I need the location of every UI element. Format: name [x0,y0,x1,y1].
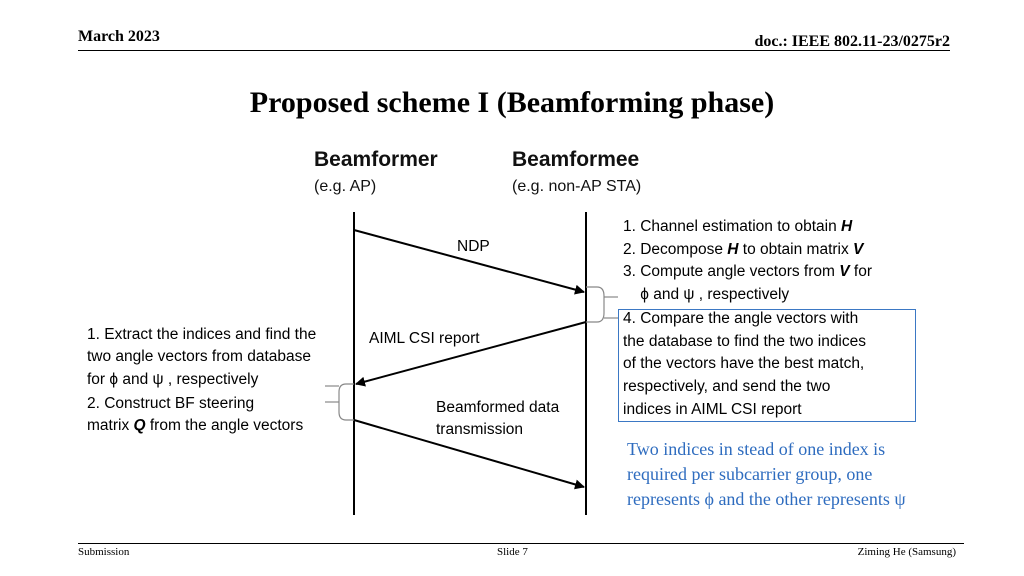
beamformee-step-2: 2. Decompose H to obtain matrix V [623,241,864,258]
beamformed-data-label: Beamformed data [436,399,560,416]
beamformee-step-4-line-1: 4. Compare the angle vectors with [623,310,859,327]
footer-submission: Submission [78,546,130,558]
csi-report-arrow [355,321,587,387]
beamformer-step-1-line-3: for ϕ and ψ , respectively [87,371,259,388]
note-line-1: Two indices in stead of one index is [627,439,886,459]
step-4-box [618,309,916,422]
beamformer-step-1-line-2: two angle vectors from database [87,348,312,365]
beamformee-step-4-line-3: of the vectors have the best match, [623,355,865,372]
header-divider [78,50,950,51]
beamformer-processing-bracket [338,383,354,421]
footer-slide-number: Slide 7 [497,546,528,558]
beamformee-step-1: 1. Channel estimation to obtain H [623,218,853,235]
footer-divider [78,543,964,544]
beamformee-step-4-line-2: the database to find the two indices [623,333,866,350]
ndp-label: NDP [457,238,490,255]
beamformer-label: Beamformer [314,148,438,171]
beamformer-step-1-line-1: 1. Extract the indices and find the [87,326,317,343]
beamformee-processing-bracket [586,286,605,323]
slide-title: Proposed scheme I (Beamforming phase) [249,86,775,119]
beamformee-step-3: 3. Compute angle vectors from V for [623,263,872,280]
beamformer-sublabel: (e.g. AP) [314,178,377,195]
note-line-2: required per subcarrier group, one [627,464,873,484]
header-date: March 2023 [78,28,160,45]
beamformed-data-label-2: transmission [436,421,523,438]
beamformee-step-4-line-5: indices in AIML CSI report [623,401,802,418]
beamformed-data-arrow [353,419,585,490]
footer-author: Ziming He (Samsung) [857,546,956,558]
beamformee-sublabel: (e.g. non-AP STA) [512,178,642,195]
ndp-arrow [353,229,585,295]
beamformer-step-2-line-1: 2. Construct BF steering [87,395,255,412]
beamformee-step-3-cont: ϕ and ψ , respectively [623,286,790,303]
beamformee-label: Beamformee [512,148,640,171]
note-line-3: represents ϕ and the other represents ψ [627,489,906,509]
csi-report-label: AIML CSI report [369,330,480,347]
beamformer-step-2-line-2: matrix Q from the angle vectors [87,417,304,434]
beamformee-step-4-line-4: respectively, and send the two [623,378,831,395]
header-doc-id: doc.: IEEE 802.11-23/0275r2 [754,33,950,50]
